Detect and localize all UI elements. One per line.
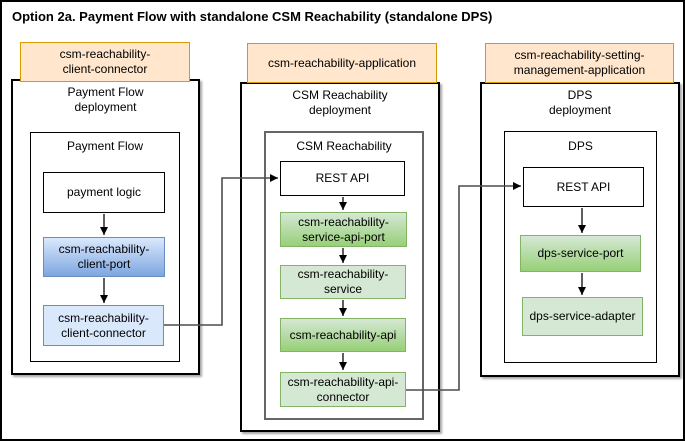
node-csm-rest-api: REST API <box>280 161 405 196</box>
node-csm-reachability-service: csm-reachability- service <box>280 265 406 299</box>
node-dps-rest-api: REST API <box>523 167 644 207</box>
node-csm-reachability-client-port: csm-reachability- client-port <box>43 237 165 277</box>
tag-csm-reachability-client-connector: csm-reachability- client-connector <box>20 42 190 82</box>
node-csm-reachability-api-connector: csm-reachability-api- connector <box>280 372 406 407</box>
tag-csm-reachability-application: csm-reachability-application <box>247 43 437 83</box>
node-csm-reachability-service-api-port: csm-reachability- service-api-port <box>280 212 407 247</box>
dps-deployment-title: DPS deployment <box>548 88 612 117</box>
payment-flow-title: Payment Flow <box>66 139 144 153</box>
csm-reachability-deployment-title: CSM Reachability deployment <box>292 88 388 117</box>
diagram-title: Option 2a. Payment Flow with standalone … <box>12 9 493 24</box>
node-dps-service-port: dps-service-port <box>520 235 641 272</box>
csm-reachability-title: CSM Reachability <box>296 139 392 153</box>
tag-csm-reachability-setting-management-application: csm-reachability-setting- management-app… <box>485 43 674 83</box>
node-payment-logic: payment logic <box>43 172 165 213</box>
dps-title: DPS <box>568 139 593 153</box>
node-dps-service-adapter: dps-service-adapter <box>522 297 643 336</box>
node-csm-reachability-api: csm-reachability-api <box>280 318 406 352</box>
node-csm-reachability-client-connector: csm-reachability- client-connector <box>43 305 164 346</box>
payment-flow-deployment-title: Payment Flow deployment <box>67 85 144 114</box>
